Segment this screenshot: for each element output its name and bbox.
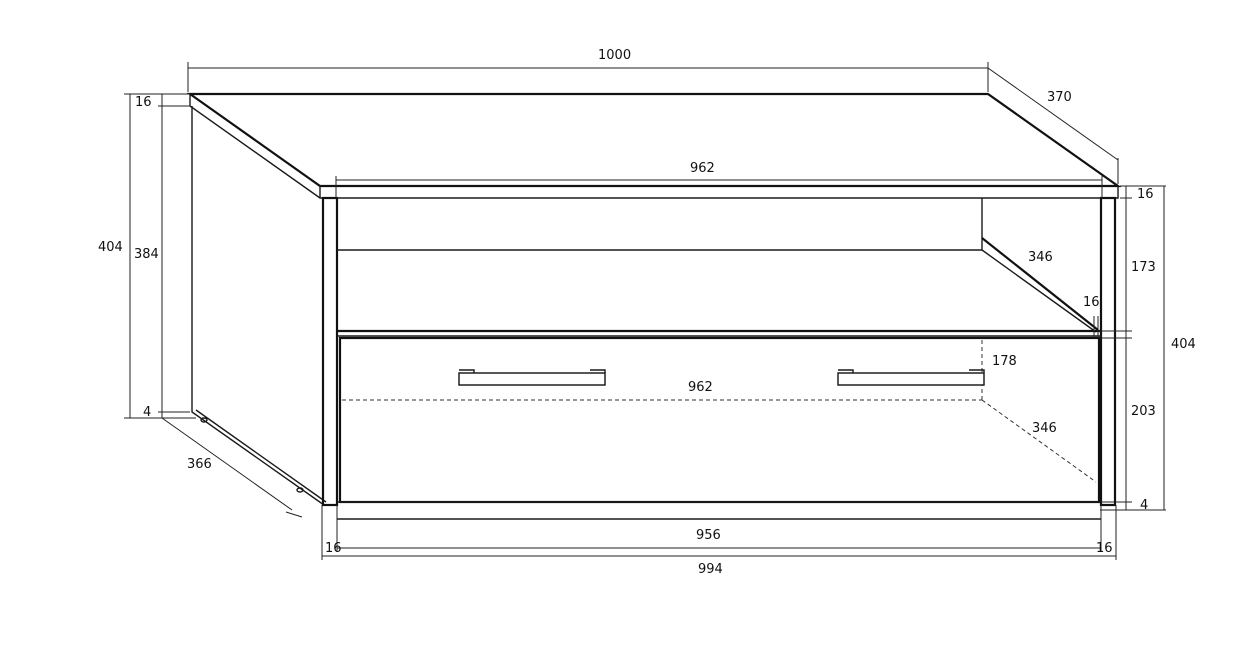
top-board (186, 92, 1122, 199)
dimension-lines (124, 62, 1166, 560)
dim-plinth-right: 4 (1140, 498, 1148, 513)
open-compartment (337, 198, 1099, 333)
right-front-upright (1099, 196, 1117, 507)
dim-inner-bottom-width: 956 (696, 528, 721, 543)
dim-total-height-right: 404 (1171, 337, 1196, 352)
dim-inner-top-width: 962 (690, 161, 715, 176)
dim-lower-height: 203 (1131, 404, 1156, 419)
middle-shelf (337, 329, 1101, 337)
dim-side-inner-left: 384 (134, 247, 159, 262)
dim-drawer-height: 178 (992, 354, 1017, 369)
dim-drawer-width: 962 (688, 380, 713, 395)
dim-drawer-depth: 346 (1032, 421, 1057, 436)
dim-top-depth: 370 (1047, 90, 1072, 105)
drawer-handle-right (837, 369, 985, 386)
dim-side-height-left: 404 (98, 240, 123, 255)
dim-top-thickness-right: 16 (1137, 187, 1154, 202)
dim-shelf-thickness: 16 (1083, 295, 1100, 310)
dim-open-height: 173 (1131, 260, 1156, 275)
dim-top-width: 1000 (598, 48, 631, 63)
left-front-upright (321, 196, 339, 507)
drawer-front (337, 336, 1101, 520)
dim-top-thickness-left: 16 (135, 95, 152, 110)
dim-plinth-left: 4 (143, 405, 151, 420)
dim-shelf-depth: 346 (1028, 250, 1053, 265)
dim-side-depth-left: 366 (187, 457, 212, 472)
dim-panel-right: 16 (1096, 541, 1113, 556)
drawer-handle-left (458, 369, 606, 386)
dim-panel-left: 16 (325, 541, 342, 556)
left-side-panel (191, 106, 327, 506)
dim-total-bottom-width: 994 (698, 562, 723, 577)
